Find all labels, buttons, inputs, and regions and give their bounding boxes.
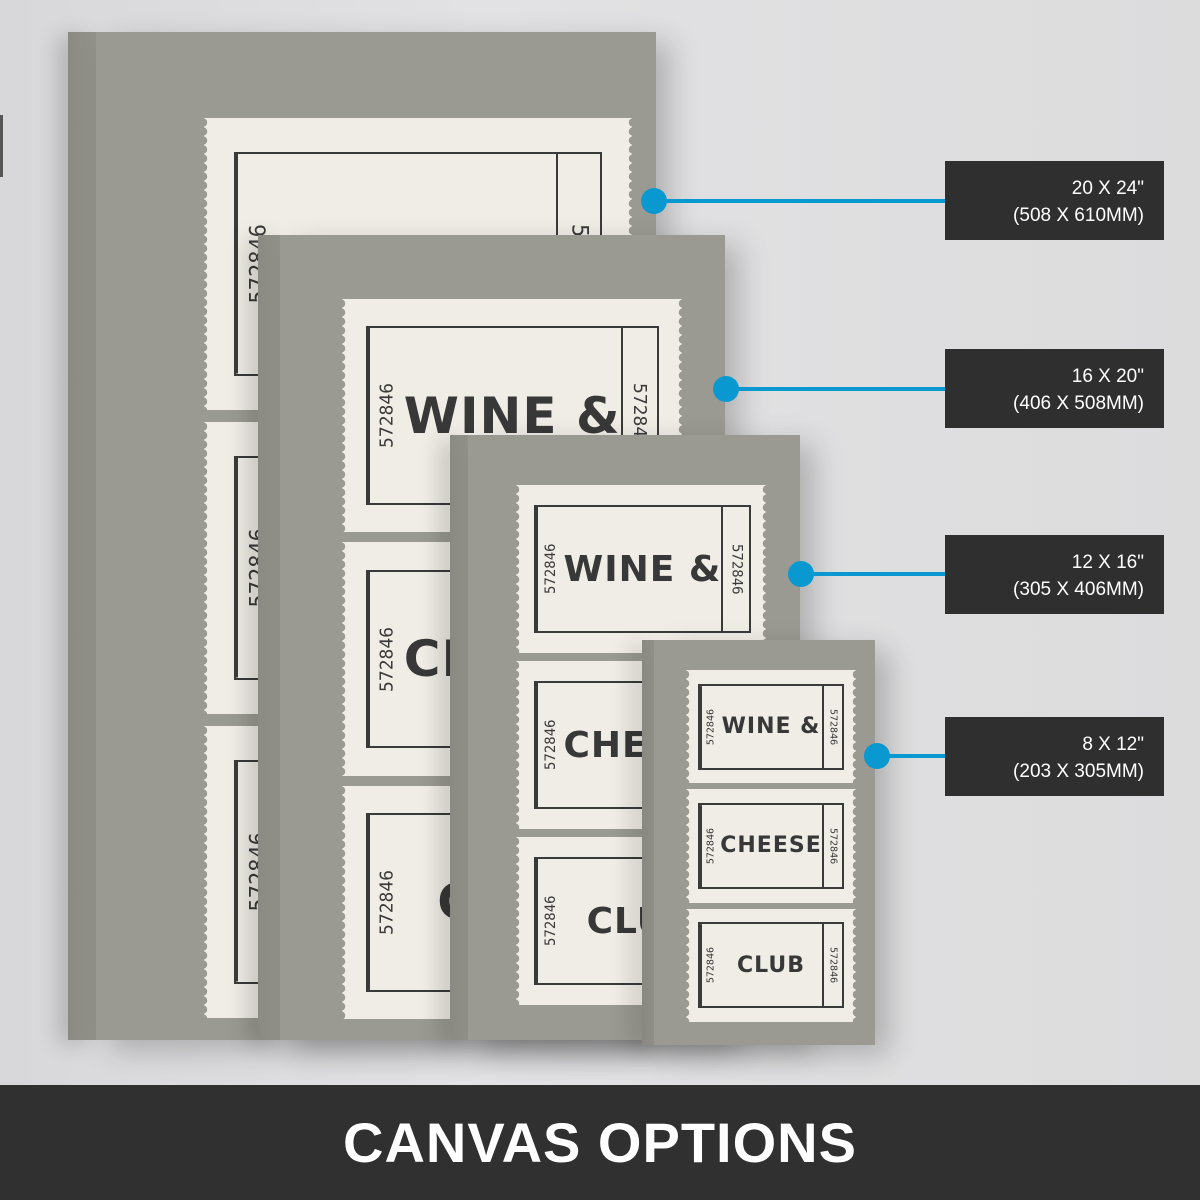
ticket-number: 572846: [699, 804, 720, 888]
ticket-number: 572846: [620, 328, 657, 504]
connector-line-12x16: [806, 572, 946, 576]
connector-line-20x24: [660, 199, 946, 203]
ticket-number: 572846: [822, 804, 842, 888]
ticket-number: 572846: [535, 859, 564, 983]
ticket-wine: 572846 WINE & 572846: [685, 670, 856, 784]
size-mm: (305 X 406MM): [1013, 579, 1144, 600]
ticket-number: 572846: [721, 507, 749, 631]
ticket-cheese: 572846 CHEESE 572846: [685, 789, 856, 903]
ticket-number: 572846: [367, 571, 404, 747]
ticket-text: CHEESE: [720, 833, 822, 859]
ticket-text: CLUB: [736, 952, 805, 978]
footer-title: CANVAS OPTIONS: [343, 1111, 857, 1174]
ticket-number: 572846: [367, 328, 404, 504]
size-inches: 8 X 12": [1082, 734, 1144, 755]
ticket-number: 572846: [367, 814, 404, 990]
size-label-20x24: 20 X 24" (508 X 610MM): [945, 161, 1164, 240]
size-label-16x20: 16 X 20" (406 X 508MM): [945, 349, 1164, 428]
product-scene: 572846 WINE & 572846 572846 CHEESE 57284…: [0, 0, 1200, 1085]
ticket-number: 572846: [535, 507, 564, 631]
ticket-number: 572846: [699, 924, 720, 1007]
canvas-8x12: 572846 WINE & 572846 572846 CHEESE 57284…: [642, 640, 875, 1045]
size-mm: (508 X 610MM): [1013, 205, 1144, 226]
ticket-club: 572846 CLUB 572846: [685, 908, 856, 1023]
ticket-text: WINE &: [403, 386, 621, 445]
connector-line-8x12: [882, 754, 946, 758]
size-label-12x16: 12 X 16" (305 X 406MM): [945, 535, 1164, 614]
ticket-text: WINE &: [721, 714, 821, 740]
ticket-number: 572846: [535, 683, 564, 807]
size-mm: (203 X 305MM): [1013, 761, 1144, 782]
ticket-text: WINE &: [563, 548, 722, 590]
ticket-number: 572846: [699, 685, 720, 768]
size-inches: 16 X 20": [1071, 366, 1144, 387]
size-inches: 12 X 16": [1071, 552, 1144, 573]
ticket-number: 572846: [822, 685, 842, 768]
ticket-number: 572846: [822, 924, 842, 1007]
size-mm: (406 X 508MM): [1013, 393, 1144, 414]
wall-edge-mark: [0, 115, 3, 177]
connector-line-16x20: [732, 387, 946, 391]
size-inches: 20 X 24": [1071, 178, 1144, 199]
footer-banner: CANVAS OPTIONS: [0, 1085, 1200, 1200]
ticket-wine: 572846 WINE & 572846: [515, 485, 766, 653]
size-label-8x12: 8 X 12" (203 X 305MM): [945, 717, 1164, 796]
